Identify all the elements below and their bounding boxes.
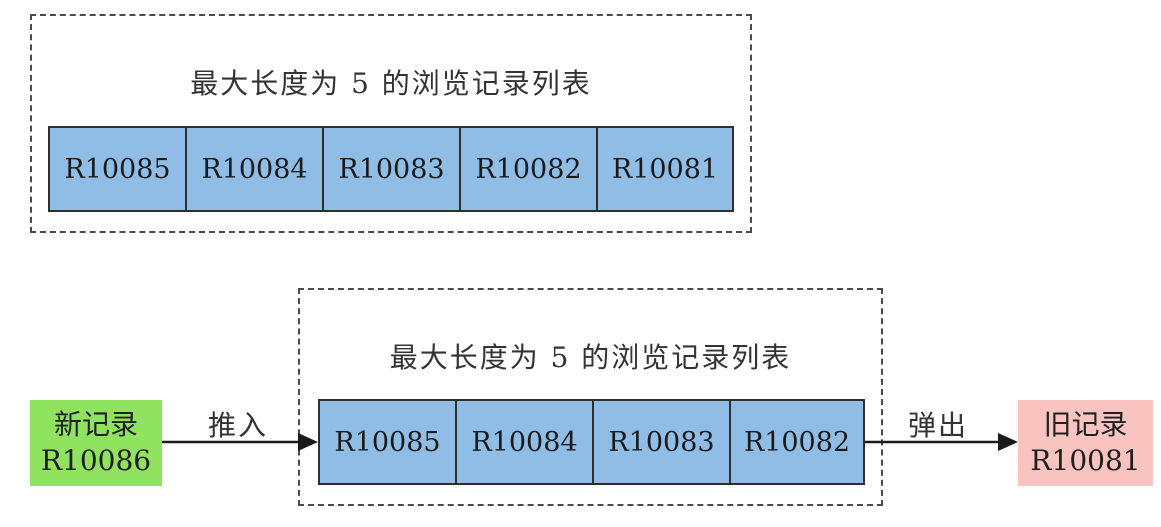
- new-record-node: 新记录 R10086: [30, 400, 162, 486]
- top-cell-5: R10081: [598, 128, 732, 210]
- pop-arrow-head: [998, 433, 1018, 451]
- bottom-cell-2: R10084: [457, 401, 594, 483]
- top-list-frame: 最大长度为 5 的浏览记录列表: [30, 14, 752, 233]
- bottom-cell-4: R10082: [731, 401, 863, 483]
- bottom-list-frame: 最大长度为 5 的浏览记录列表: [298, 288, 883, 506]
- top-cell-3: R10083: [324, 128, 461, 210]
- top-cell-1: R10085: [50, 128, 187, 210]
- new-record-id: R10086: [40, 444, 152, 477]
- bottom-cell-3: R10083: [594, 401, 731, 483]
- new-record-label: 新记录: [53, 408, 138, 441]
- top-list-title: 最大长度为 5 的浏览记录列表: [190, 67, 592, 100]
- old-record-label: 旧记录: [1043, 408, 1128, 441]
- top-cell-2: R10084: [187, 128, 324, 210]
- bottom-list-title: 最大长度为 5 的浏览记录列表: [389, 341, 792, 374]
- old-record-id: R10081: [1030, 444, 1141, 477]
- push-label: 推入: [208, 409, 269, 442]
- bottom-cell-1: R10085: [320, 401, 457, 483]
- pop-label: 弹出: [908, 409, 969, 442]
- bottom-list-cells: R10085 R10084 R10083 R10082: [318, 399, 865, 485]
- top-cell-4: R10082: [461, 128, 598, 210]
- old-record-node: 旧记录 R10081: [1018, 400, 1153, 486]
- top-list-cells: R10085 R10084 R10083 R10082 R10081: [48, 126, 734, 212]
